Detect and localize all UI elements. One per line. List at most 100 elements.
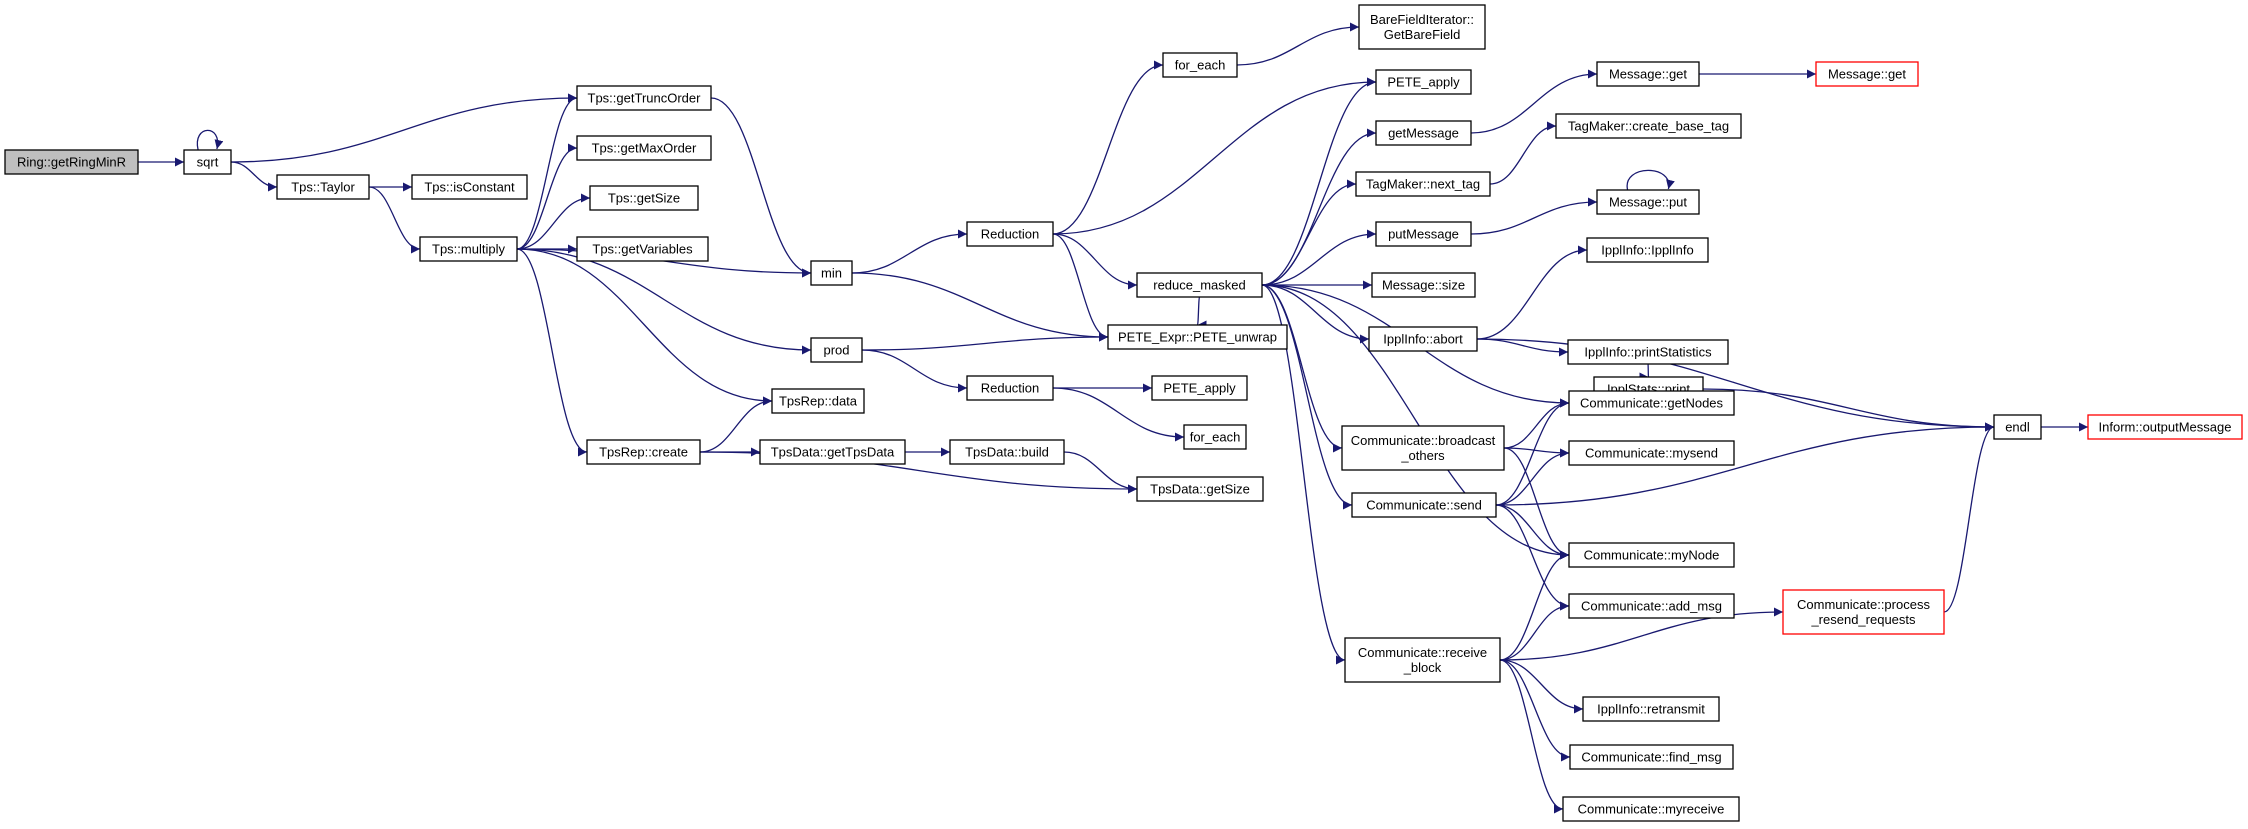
node-label: Tps::Taylor — [291, 180, 355, 195]
edge-tpsbuild-to-tdgetsize — [1063, 451, 1138, 494]
graph-node-maxord[interactable]: Tps::getMaxOrder — [576, 135, 712, 161]
graph-node-resend[interactable]: Communicate::process_resend_requests — [1782, 589, 1945, 635]
graph-node-abort[interactable]: IpplInfo::abort — [1368, 326, 1478, 352]
graph-node-isconst[interactable]: Tps::isConstant — [411, 174, 528, 200]
edge-recvblock-to-findmsg — [1499, 659, 1571, 762]
graph-node-redmask[interactable]: reduce_masked — [1136, 272, 1263, 298]
edge-foreach1-to-barefield — [1236, 22, 1360, 66]
edge-abort-to-ipplinfoctor — [1476, 245, 1588, 340]
graph-node-myrecv[interactable]: Communicate::myreceive — [1562, 796, 1740, 822]
graph-node-ring[interactable]: Ring::getRingMinR — [4, 149, 139, 175]
node-label: TpsData::getSize — [1150, 482, 1250, 497]
graph-node-tpsrepcreate[interactable]: TpsRep::create — [586, 439, 701, 465]
graph-node-mynode[interactable]: Communicate::myNode — [1568, 542, 1735, 568]
graph-node-bcast[interactable]: Communicate::broadcast_others — [1341, 425, 1505, 471]
graph-node-peteapply2[interactable]: PETE_apply — [1151, 375, 1248, 401]
edge-redmask-to-putmsg — [1261, 229, 1377, 286]
graph-node-min[interactable]: min — [810, 260, 853, 286]
graph-node-tpsbuild[interactable]: TpsData::build — [949, 439, 1065, 465]
node-label: Communicate::add_msg — [1581, 599, 1722, 614]
node-box — [966, 221, 1054, 247]
node-label: Ring::getRingMinR — [17, 155, 126, 170]
graph-node-barefield[interactable]: BareFieldIterator::GetBareField — [1358, 4, 1486, 50]
node-box — [1596, 189, 1700, 215]
edge-multiply-to-tgetsize — [516, 193, 591, 250]
edge-multiply-to-tpsrepcreate — [516, 248, 588, 457]
graph-node-outmsg[interactable]: Inform::outputMessage — [2087, 414, 2243, 440]
graph-node-sqrt[interactable]: sqrt — [183, 149, 232, 175]
node-label: Reduction — [981, 227, 1040, 242]
node-box — [1136, 272, 1263, 298]
edge-recvblock-to-retransmit — [1499, 659, 1584, 714]
node-label: Tps::multiply — [432, 242, 505, 257]
node-box — [589, 185, 699, 211]
graph-node-createbase[interactable]: TagMaker::create_base_tag — [1555, 113, 1742, 139]
node-label: TagMaker::next_tag — [1366, 177, 1480, 192]
node-box — [1151, 375, 1248, 401]
graph-node-foreach2[interactable]: for_each — [1183, 424, 1247, 450]
edge-red1-to-redmask — [1052, 233, 1138, 290]
graph-node-msgsize[interactable]: Message::size — [1371, 272, 1476, 298]
graph-node-getnodes[interactable]: Communicate::getNodes — [1568, 390, 1735, 416]
graph-node-getvars[interactable]: Tps::getVariables — [576, 236, 709, 262]
node-box — [1582, 696, 1720, 722]
node-box — [1586, 237, 1709, 263]
node-label: _resend_requests — [1810, 612, 1916, 627]
node-label: PETE_Expr::PETE_unwrap — [1118, 330, 1277, 345]
edge-truncord-to-min — [710, 97, 812, 278]
edge-sqrt-to-truncord — [230, 93, 578, 163]
graph-node-addmsg[interactable]: Communicate::add_msg — [1568, 593, 1735, 619]
graph-node-red1[interactable]: Reduction — [966, 221, 1054, 247]
edge-resend-to-endl — [1943, 422, 1995, 613]
graph-node-peteapply1[interactable]: PETE_apply — [1375, 69, 1472, 95]
graph-node-nexttag[interactable]: TagMaker::next_tag — [1355, 171, 1491, 197]
node-box — [1355, 171, 1491, 197]
graph-node-retransmit[interactable]: IpplInfo::retransmit — [1582, 696, 1720, 722]
graph-node-findmsg[interactable]: Communicate::find_msg — [1569, 744, 1734, 770]
graph-node-msgget2[interactable]: Message::get — [1815, 61, 1919, 87]
node-box — [1993, 414, 2042, 440]
edge-recvblock-to-myrecv — [1499, 659, 1564, 814]
node-label: IpplInfo::retransmit — [1597, 702, 1705, 717]
node-label: putMessage — [1388, 227, 1459, 242]
edge-send-to-mynode — [1495, 504, 1570, 560]
graph-node-unwrap[interactable]: PETE_Expr::PETE_unwrap — [1107, 324, 1288, 350]
graph-node-msgput[interactable]: Message::put — [1596, 189, 1700, 215]
node-label: Tps::getVariables — [592, 242, 693, 257]
graph-node-mysend[interactable]: Communicate::mysend — [1568, 440, 1735, 466]
node-label: Communicate::getNodes — [1580, 396, 1724, 411]
node-box — [576, 85, 712, 111]
graph-node-getmsg[interactable]: getMessage — [1375, 120, 1472, 146]
graph-node-printstats[interactable]: IpplInfo::printStatistics — [1567, 339, 1729, 365]
node-box — [1162, 52, 1238, 78]
graph-node-msgget1[interactable]: Message::get — [1596, 61, 1700, 87]
graph-node-tgetsize[interactable]: Tps::getSize — [589, 185, 699, 211]
edge-multiply-to-prod — [516, 248, 812, 355]
node-box — [1562, 796, 1740, 822]
edge-send-to-mysend — [1495, 448, 1570, 506]
node-box — [1568, 440, 1735, 466]
graph-node-taylor[interactable]: Tps::Taylor — [276, 174, 370, 200]
graph-node-foreach1[interactable]: for_each — [1162, 52, 1238, 78]
edge-min-to-red1 — [851, 229, 968, 274]
graph-node-red2[interactable]: Reduction — [966, 375, 1054, 401]
graph-node-ipplinfoctor[interactable]: IpplInfo::IpplInfo — [1586, 237, 1709, 263]
graph-node-gettpsdata[interactable]: TpsData::getTpsData — [759, 439, 906, 465]
graph-node-truncord[interactable]: Tps::getTruncOrder — [576, 85, 712, 111]
graph-node-recvblock[interactable]: Communicate::receive_block — [1344, 637, 1501, 683]
node-box — [1107, 324, 1288, 350]
edge-msgput-to-msgput — [1626, 169, 1675, 191]
graph-node-endl[interactable]: endl — [1993, 414, 2042, 440]
graph-node-putmsg[interactable]: putMessage — [1375, 221, 1472, 247]
node-label: Communicate::find_msg — [1581, 750, 1721, 765]
graph-node-send[interactable]: Communicate::send — [1351, 492, 1497, 518]
graph-node-multiply[interactable]: Tps::multiply — [419, 236, 518, 262]
node-label: Message::get — [1609, 67, 1687, 82]
node-box — [2087, 414, 2243, 440]
graph-node-tdgetsize[interactable]: TpsData::getSize — [1136, 476, 1264, 502]
graph-node-tpsrepdata[interactable]: TpsRep::data — [771, 388, 865, 414]
edge-multiply-to-tpsrepdata — [516, 248, 773, 406]
edge-sqrt-to-taylor — [230, 161, 278, 192]
graph-node-prod[interactable]: prod — [810, 337, 863, 363]
node-box — [411, 174, 528, 200]
